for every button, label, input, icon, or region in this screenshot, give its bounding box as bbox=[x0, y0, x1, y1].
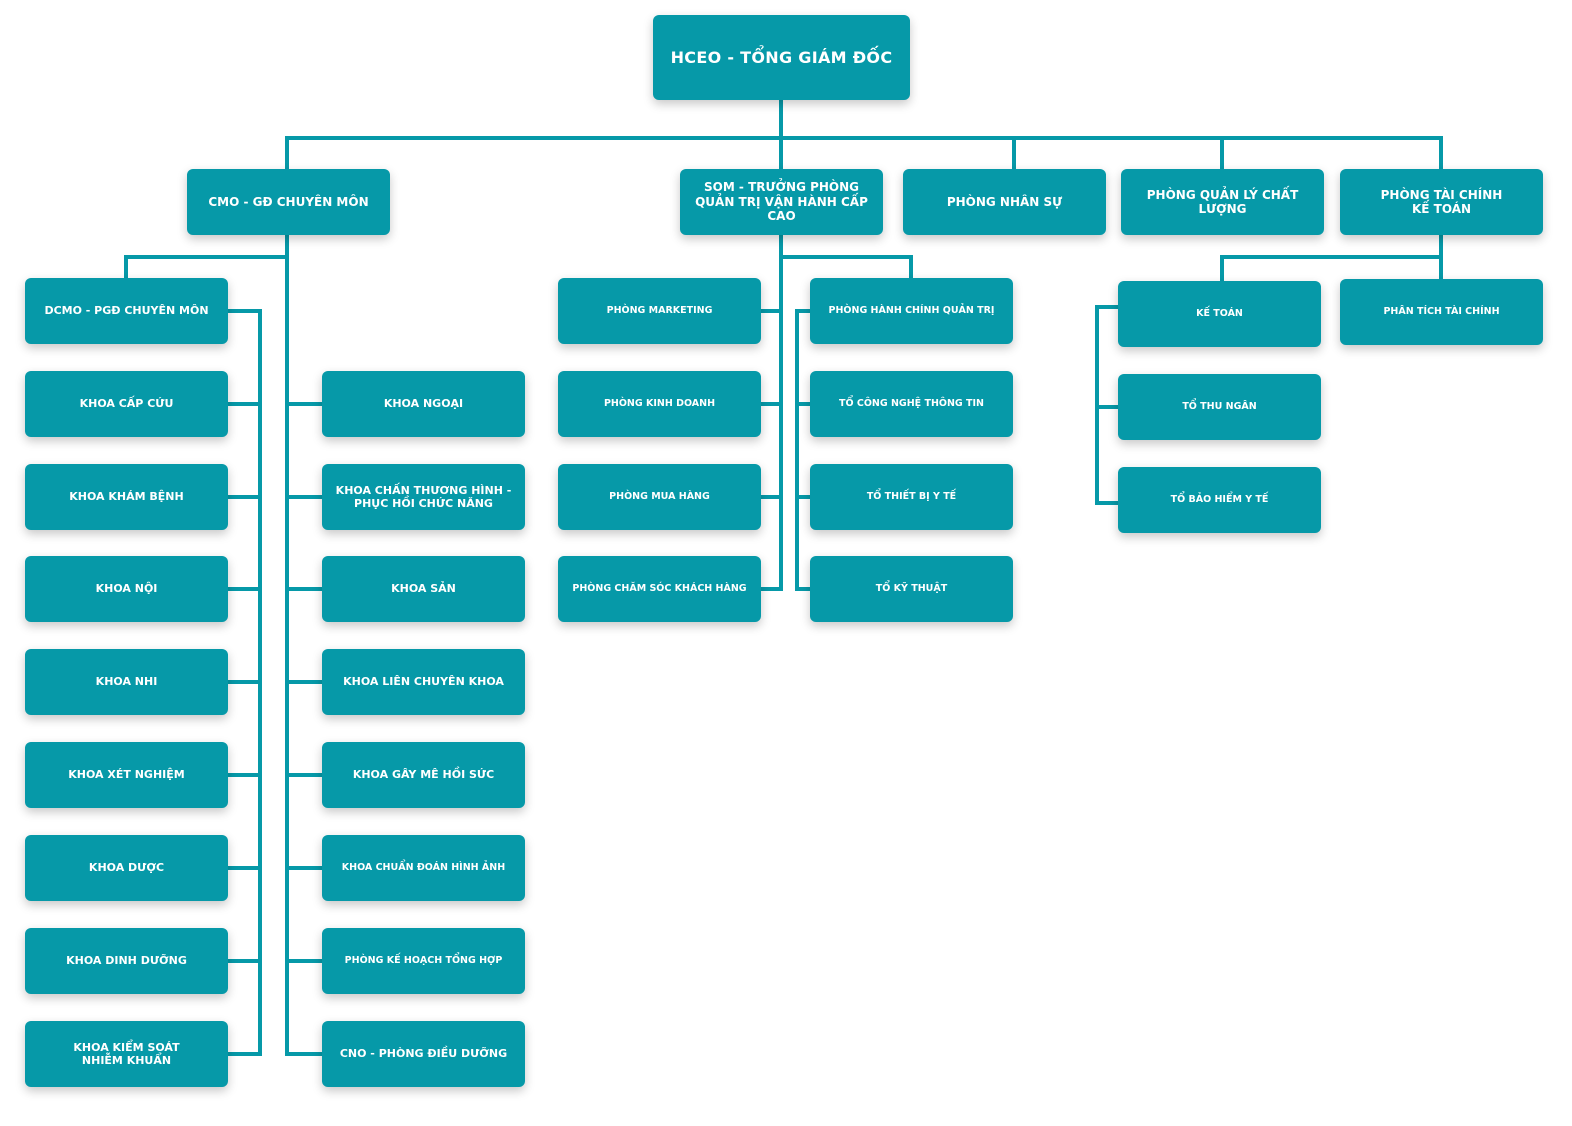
som-node: SOM - TRƯỞNG PHÒNG QUẢN TRỊ VẬN HÀNH CẤP… bbox=[680, 169, 883, 235]
dept-node: TỔ THIẾT BỊ Y TẾ bbox=[810, 464, 1013, 530]
dept-node: KHOA KHÁM BỆNH bbox=[25, 464, 228, 530]
dept-node: TỔ CÔNG NGHỆ THÔNG TIN bbox=[810, 371, 1013, 437]
ceo-node: HCEO - TỔNG GIÁM ĐỐC bbox=[653, 15, 910, 100]
dept-node: KHOA NHI bbox=[25, 649, 228, 715]
dept-node: KHOA NỘI bbox=[25, 556, 228, 622]
qa-node: PHÒNG QUẢN LÝ CHẤT LƯỢNG bbox=[1121, 169, 1324, 235]
dept-node: KHOA DƯỢC bbox=[25, 835, 228, 901]
dept-node: KHOA CHẤN THƯƠNG HÌNH - PHỤC HỒI CHỨC NĂ… bbox=[322, 464, 525, 530]
dept-node: KHOA CẤP CỨU bbox=[25, 371, 228, 437]
finance-node: PHÒNG TÀI CHÍNH KẾ TOÁN bbox=[1340, 169, 1543, 235]
dept-node: PHÂN TÍCH TÀI CHÍNH bbox=[1340, 279, 1543, 345]
dept-node: TỔ BẢO HIỂM Y TẾ bbox=[1118, 467, 1321, 533]
dept-node: KHOA CHUẨN ĐOÁN HÌNH ẢNH bbox=[322, 835, 525, 901]
dept-node: PHÒNG CHĂM SÓC KHÁCH HÀNG bbox=[558, 556, 761, 622]
dept-node: KHOA DINH DƯỠNG bbox=[25, 928, 228, 994]
dcmo-node: DCMO - PGĐ CHUYÊN MÔN bbox=[25, 278, 228, 344]
dept-node: KHOA KIỂM SOÁT NHIỄM KHUẨN bbox=[25, 1021, 228, 1087]
dept-node: KẾ TOÁN bbox=[1118, 281, 1321, 347]
cno-node: CNO - PHÒNG ĐIỀU DƯỠNG bbox=[322, 1021, 525, 1087]
dept-node: TỔ KỸ THUẬT bbox=[810, 556, 1013, 622]
dept-node: KHOA LIÊN CHUYÊN KHOA bbox=[322, 649, 525, 715]
dept-node: KHOA GÂY MÊ HỒI SỨC bbox=[322, 742, 525, 808]
dept-node: KHOA XÉT NGHIỆM bbox=[25, 742, 228, 808]
cmo-node: CMO - GĐ CHUYÊN MÔN bbox=[187, 169, 390, 235]
hr-node: PHÒNG NHÂN SỰ bbox=[903, 169, 1106, 235]
dept-node: PHÒNG KẾ HOẠCH TỔNG HỢP bbox=[322, 928, 525, 994]
dept-node: PHÒNG HÀNH CHÍNH QUẢN TRỊ bbox=[810, 278, 1013, 344]
dept-node: PHÒNG MARKETING bbox=[558, 278, 761, 344]
dept-node: KHOA SẢN bbox=[322, 556, 525, 622]
dept-node: KHOA NGOẠI bbox=[322, 371, 525, 437]
dept-node: PHÒNG KINH DOANH bbox=[558, 371, 761, 437]
dept-node: TỔ THU NGÂN bbox=[1118, 374, 1321, 440]
dept-node: PHÒNG MUA HÀNG bbox=[558, 464, 761, 530]
